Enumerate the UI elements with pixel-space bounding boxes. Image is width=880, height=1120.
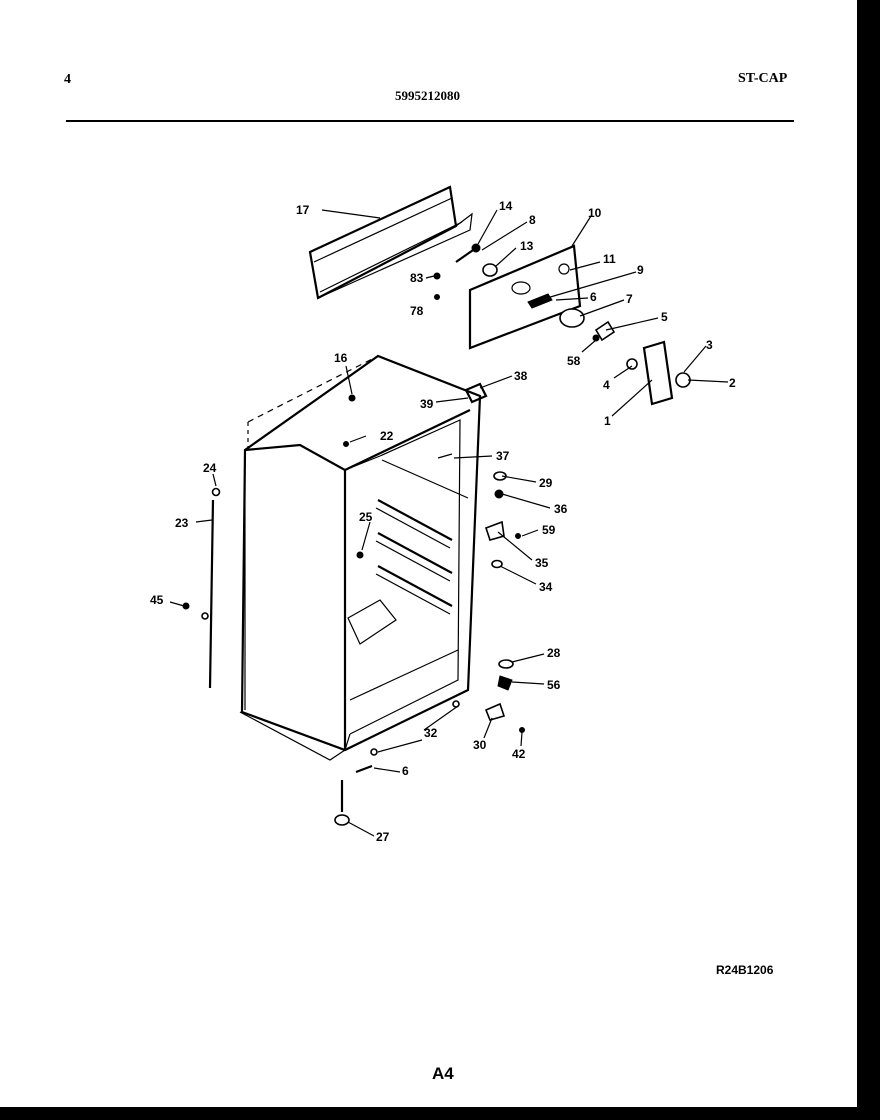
part-label-25: 25 <box>359 510 373 524</box>
part-label-22: 22 <box>380 429 394 443</box>
part-label-11: 11 <box>603 252 616 266</box>
part-label-6-top: 6 <box>590 290 597 304</box>
model-number: 5995212080 <box>395 88 460 103</box>
panel-hardware <box>433 243 691 406</box>
part-label-83: 83 <box>410 271 424 285</box>
part-label-28: 28 <box>547 646 561 660</box>
diagram-code: R24B1206 <box>716 963 774 977</box>
hinge-and-hardware <box>182 382 525 826</box>
page-label: A4 <box>432 1064 454 1083</box>
part-labels: 17 14 8 13 10 11 9 83 78 6 7 5 58 3 4 2 … <box>150 199 736 844</box>
part-label-32: 32 <box>424 726 438 740</box>
part-label-58: 58 <box>567 354 581 368</box>
part-label-23: 23 <box>175 516 189 530</box>
part-label-37: 37 <box>496 449 510 463</box>
control-panel <box>468 244 582 350</box>
leader-lines <box>169 209 729 837</box>
part-label-36: 36 <box>554 502 568 516</box>
scan-edge-bar <box>857 0 880 1120</box>
part-label-5: 5 <box>661 310 668 324</box>
part-label-7: 7 <box>626 292 633 306</box>
refrigerator-cabinet <box>239 354 482 761</box>
part-label-30: 30 <box>473 738 487 752</box>
part-label-29: 29 <box>539 476 553 490</box>
part-label-8: 8 <box>529 213 536 227</box>
part-label-17: 17 <box>296 203 310 217</box>
part-label-34: 34 <box>539 580 553 594</box>
page-number: 4 <box>64 72 71 87</box>
model-code: ST-CAP <box>738 71 788 86</box>
part-label-45: 45 <box>150 593 164 607</box>
part-label-16: 16 <box>334 351 348 365</box>
top-trim-panel <box>308 185 473 300</box>
part-label-2: 2 <box>729 376 736 390</box>
part-label-78: 78 <box>410 304 424 318</box>
part-label-35: 35 <box>535 556 549 570</box>
part-label-10: 10 <box>588 206 602 220</box>
part-label-4: 4 <box>603 378 610 392</box>
part-label-59: 59 <box>542 523 556 537</box>
part-label-13: 13 <box>520 239 534 253</box>
part-label-3: 3 <box>706 338 713 352</box>
part-label-9: 9 <box>637 263 644 277</box>
part-label-14: 14 <box>499 199 513 213</box>
part-label-39: 39 <box>420 397 434 411</box>
part-label-27: 27 <box>376 830 390 844</box>
part-label-42: 42 <box>512 747 526 761</box>
part-label-24: 24 <box>203 461 217 475</box>
header-rule <box>66 120 794 122</box>
part-label-56: 56 <box>547 678 561 692</box>
scan-bottom-bar <box>0 1107 880 1120</box>
part-label-6-bottom: 6 <box>402 764 409 778</box>
part-label-1: 1 <box>604 414 611 428</box>
part-label-38: 38 <box>514 369 528 383</box>
